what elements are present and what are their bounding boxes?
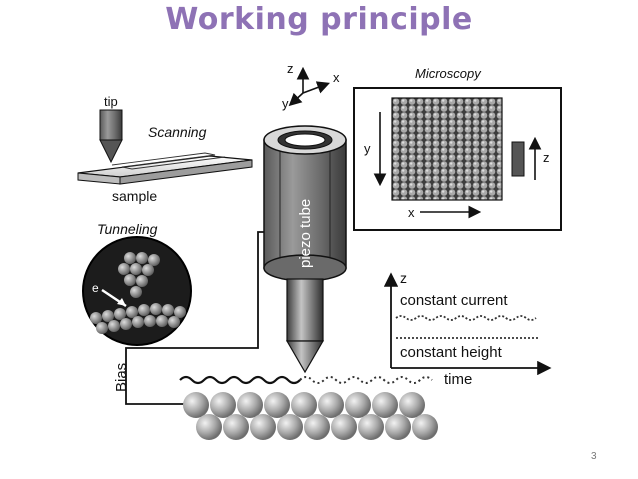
microscopy-panel: Microscopy y x z [353, 66, 562, 231]
tip-trajectory-solid [179, 375, 301, 385]
constant-current-label: constant current [400, 292, 508, 309]
bias-circuit: Bias [113, 231, 264, 405]
microscopy-x-label: x [408, 205, 415, 220]
mode-plot: z constant current constant height time [383, 270, 552, 388]
tip-label: tip [104, 94, 118, 109]
constant-height-label: constant height [400, 344, 503, 361]
tip-trajectory-dotted [299, 376, 433, 384]
scanning-tip-point [99, 139, 123, 164]
page-number: 3 [591, 451, 597, 462]
z-scale-bar [511, 141, 525, 177]
atomic-image [391, 97, 503, 201]
microscopy-label: Microscopy [415, 66, 482, 81]
piezo-tube: piezo tube [263, 125, 347, 282]
electron-label: e [92, 281, 99, 295]
scanning-illustration: tip Scanning sample [77, 94, 253, 204]
bias-label: Bias [113, 363, 130, 392]
microscopy-z-label: z [543, 150, 550, 165]
sample-atoms [183, 392, 438, 440]
piezo-tube-label: piezo tube [297, 199, 314, 268]
scan-path [111, 152, 226, 170]
tunneling-label: Tunneling [97, 221, 158, 237]
microscopy-y-label: y [364, 141, 371, 156]
scanning-label: Scanning [148, 124, 207, 140]
scanning-tip [99, 109, 123, 141]
time-label: time [444, 371, 472, 388]
sample-label: sample [112, 188, 157, 204]
slide-title: Working principle [165, 2, 473, 37]
coordinate-axes: z x y [282, 61, 340, 111]
constant-current-trace [395, 315, 537, 321]
axis-z-label: z [287, 61, 294, 76]
tunneling-inset: Tunneling [82, 221, 192, 346]
stm-tip [285, 278, 325, 374]
plot-z-label: z [400, 270, 407, 286]
axis-x-label: x [333, 70, 340, 85]
axis-y-label: y [282, 96, 289, 111]
